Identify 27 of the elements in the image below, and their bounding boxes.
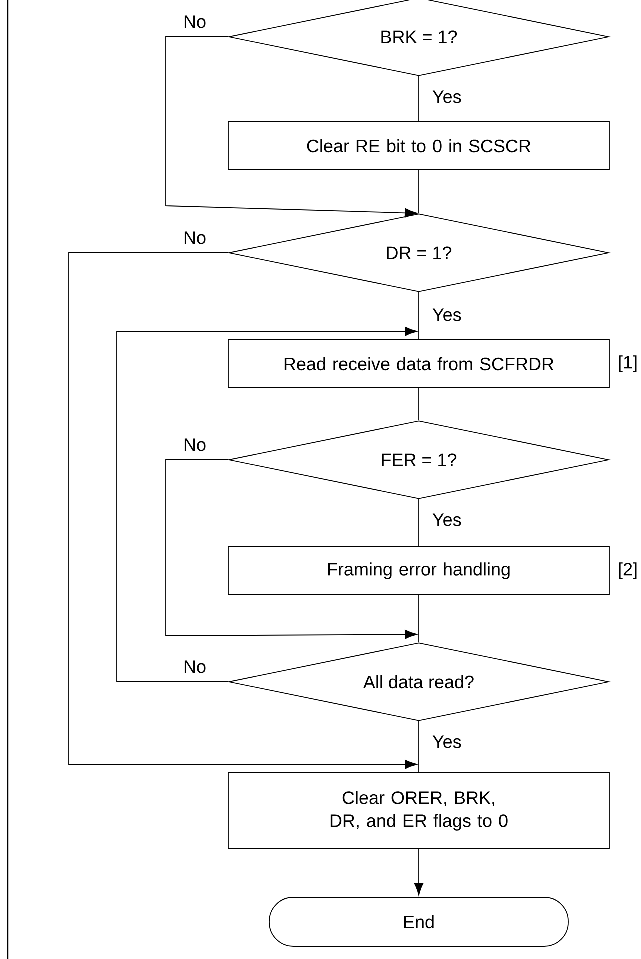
connector-line [418,292,420,340]
step-number: [2] [619,562,637,580]
edge-label: No [184,438,206,452]
edge-label: No [184,16,206,28]
process-box: Clear RE bit to 0 in SCSCR [228,122,610,170]
arrow [166,36,418,218]
connector-line [418,388,420,421]
process-box: Framing error handling [228,546,610,596]
edge-label: No [184,232,206,244]
step-number: [1] [619,356,637,372]
arrow [116,326,418,682]
process-box: Clear ORER, BRK, DR, and ER flags to 0 [228,772,610,850]
process-box: Read receive data from SCFRDR [228,340,610,388]
edge-label: Yes [432,90,462,104]
edge-label: No [184,660,206,674]
arrow [414,849,424,896]
edge-label: Yes [432,514,462,526]
edge-label: Yes [432,736,462,748]
arrow [68,252,418,770]
terminal-box: End [269,897,569,947]
arrow [166,460,418,640]
connector-line [418,721,420,773]
connector-line [418,595,420,643]
connector-line [418,170,420,214]
connector-line [418,499,420,547]
edge-label: Yes [432,308,462,322]
connector-line [418,76,420,122]
